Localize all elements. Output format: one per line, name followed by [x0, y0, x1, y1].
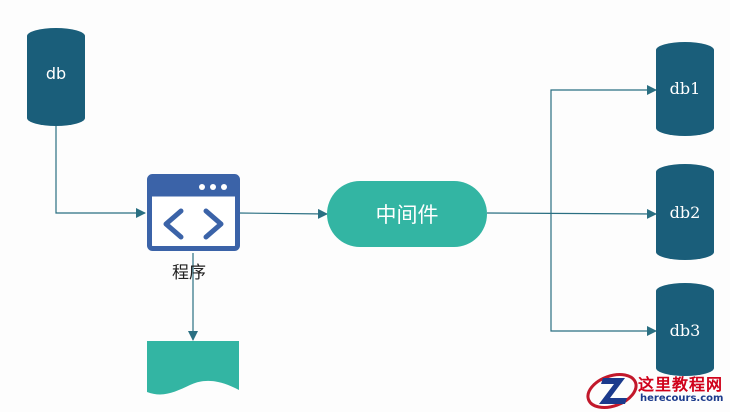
- target-database-1-icon: [656, 42, 714, 136]
- middleware-node: [327, 181, 487, 247]
- watermark-url: herecours.com: [640, 393, 724, 404]
- target-database-2-icon: [656, 164, 714, 260]
- target-db-2-label: db2: [669, 203, 701, 222]
- code-window-icon: [147, 174, 240, 251]
- edge-db-to-program: [55, 126, 146, 218]
- watermark-logo-icon: [586, 373, 638, 409]
- connectors: [55, 85, 657, 341]
- target-db-3-label: db3: [669, 321, 701, 340]
- source-db-label: db: [45, 64, 67, 83]
- program-label: 程序: [172, 263, 206, 283]
- edge-split-to-db1: [550, 85, 657, 213]
- edge-split-to-db3: [550, 213, 657, 336]
- edge-middleware-to-db2: [486, 208, 657, 219]
- target-db-1-label: db1: [669, 79, 701, 98]
- target-database-3-icon: [656, 283, 714, 376]
- edge-program-to-middleware: [237, 208, 328, 219]
- middleware-label: 中间件: [375, 203, 439, 227]
- document-icon: [147, 341, 239, 395]
- source-database-icon: [27, 28, 85, 126]
- watermark-title: 这里教程网: [638, 375, 724, 394]
